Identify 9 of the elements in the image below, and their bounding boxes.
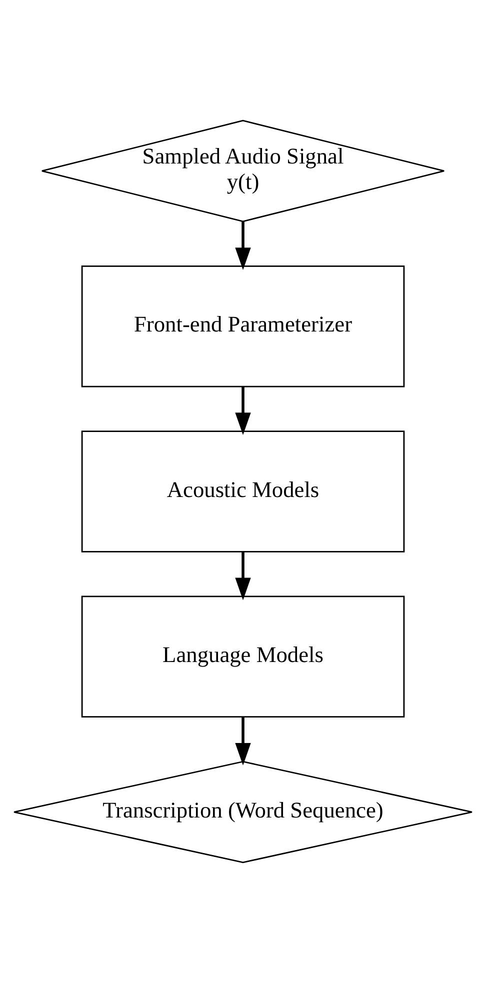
node-diamond: Sampled Audio Signal y(t) <box>41 120 445 222</box>
node-diamond: Transcription (Word Sequence) <box>13 760 473 864</box>
arrow <box>235 386 251 436</box>
node-box: Front-end Parameterizer <box>81 265 405 388</box>
node-box: Acoustic Models <box>81 430 405 552</box>
arrow <box>235 222 251 270</box>
node-box: Language Models <box>81 596 405 718</box>
arrow <box>235 717 251 766</box>
arrow <box>235 552 251 600</box>
